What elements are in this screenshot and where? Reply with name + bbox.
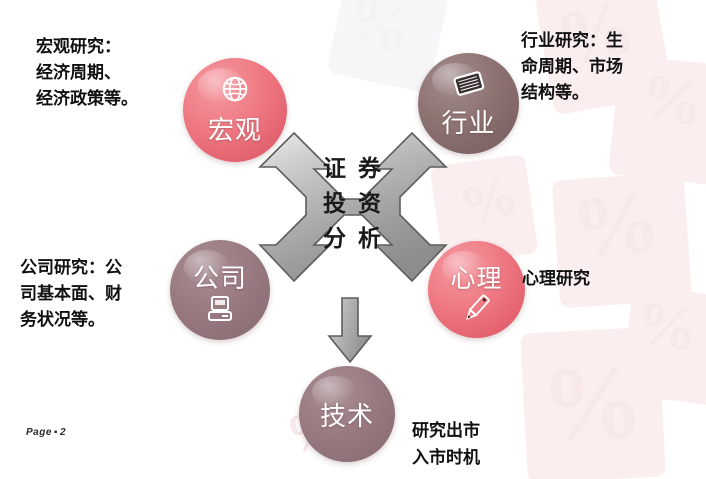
- caption-technical: 研究出市 入市时机: [412, 421, 480, 468]
- page-separator: ▪: [53, 427, 58, 438]
- node-company-label: 公司: [192, 264, 247, 294]
- pencil-icon: [428, 291, 525, 325]
- center-title-line-3: 分 析: [322, 226, 383, 252]
- book-icon: [418, 70, 519, 98]
- down-arrow-icon: [327, 296, 373, 364]
- computer-icon: [170, 294, 270, 324]
- page-number: Page▪2: [26, 427, 66, 438]
- gloss-highlight: [312, 375, 357, 409]
- caption-psychology: 心理研究: [522, 269, 590, 289]
- caption-macro: 宏观研究： 经济周期、 经济政策等。: [36, 37, 138, 109]
- node-company[interactable]: 公司: [170, 240, 270, 340]
- caption-industry: 行业研究：生 命周期、市场 结构等。: [521, 31, 623, 103]
- watermark-percent: %: [451, 160, 527, 241]
- node-macro-label: 宏观: [207, 116, 262, 146]
- node-psychology-label: 心理: [450, 264, 503, 293]
- watermark-percent: %: [337, 0, 421, 69]
- caption-company: 公司研究：公 司基本面、财 务状况等。: [20, 258, 122, 330]
- node-industry-label: 行业: [441, 109, 496, 139]
- node-industry[interactable]: 行业: [418, 53, 519, 154]
- watermark-percent: %: [567, 172, 665, 279]
- center-title-line-2: 投 资: [322, 191, 383, 217]
- central-cross-arrow: [258, 131, 448, 301]
- node-technical[interactable]: 技术: [299, 366, 395, 462]
- watermark-cube: [618, 283, 706, 407]
- watermark-percent: %: [631, 288, 703, 366]
- page-label: Page: [26, 427, 52, 438]
- center-title: 证 券 投 资 分 析: [258, 152, 448, 257]
- gloss-highlight: [441, 250, 487, 284]
- center-title-line-1: 证 券: [322, 156, 383, 182]
- gloss-highlight: [184, 250, 230, 284]
- gloss-highlight: [432, 63, 479, 98]
- page-value: 2: [59, 427, 67, 438]
- node-technical-label: 技术: [319, 402, 374, 432]
